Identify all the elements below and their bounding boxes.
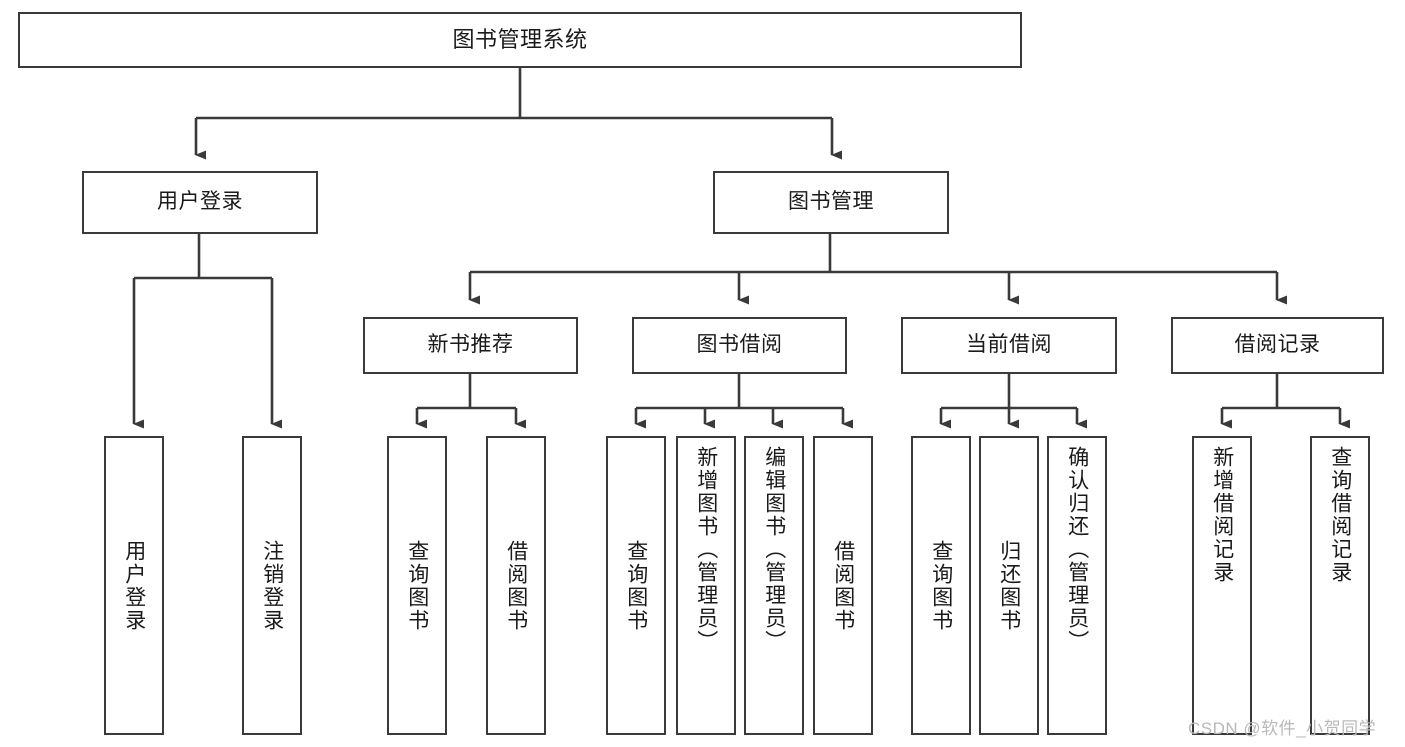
node-leaf-borrow-book-newbook[interactable]: 借阅图书: [486, 436, 546, 735]
node-label: 新增图书（管理员）: [694, 446, 718, 653]
node-label: 图书管理系统: [452, 27, 588, 53]
node-label: 用户登录: [157, 190, 243, 214]
node-label: 图书借阅: [696, 333, 783, 357]
node-borrow-record[interactable]: 借阅记录: [1171, 317, 1384, 374]
node-leaf-query-book-borrow[interactable]: 查询图书: [606, 436, 666, 735]
node-label: 新增借阅记录: [1210, 446, 1234, 584]
watermark-text: CSDN @软件_小贺同学: [1188, 719, 1377, 738]
node-label: 确认归还（管理员）: [1065, 446, 1089, 653]
node-label: 借阅图书: [504, 539, 528, 632]
node-leaf-add-borrow-record[interactable]: 新增借阅记录: [1192, 436, 1252, 735]
node-new-book-recommend[interactable]: 新书推荐: [363, 317, 578, 374]
node-leaf-confirm-return-admin[interactable]: 确认归还（管理员）: [1047, 436, 1107, 735]
node-label: 图书管理: [788, 190, 874, 214]
node-leaf-logout[interactable]: 注销登录: [242, 436, 302, 735]
node-book-borrow[interactable]: 图书借阅: [632, 317, 847, 374]
node-root-book-management-system[interactable]: 图书管理系统: [18, 12, 1022, 68]
node-user-login[interactable]: 用户登录: [82, 171, 318, 234]
node-label: 查询图书: [624, 539, 648, 632]
node-label: 借阅图书: [831, 539, 855, 632]
node-label: 注销登录: [260, 539, 284, 632]
node-label: 查询图书: [929, 539, 953, 632]
node-label: 当前借阅: [966, 333, 1052, 357]
node-label: 查询图书: [405, 539, 429, 632]
node-leaf-query-book-newbook[interactable]: 查询图书: [387, 436, 447, 735]
node-label: 编辑图书（管理员）: [762, 446, 786, 653]
node-label: 查询借阅记录: [1328, 446, 1352, 584]
node-leaf-query-book-current[interactable]: 查询图书: [911, 436, 971, 735]
node-label: 归还图书: [997, 539, 1021, 632]
node-leaf-query-borrow-record[interactable]: 查询借阅记录: [1310, 436, 1370, 735]
node-label: 用户登录: [122, 539, 146, 632]
node-leaf-return-book[interactable]: 归还图书: [979, 436, 1039, 735]
node-leaf-user-login[interactable]: 用户登录: [104, 436, 164, 735]
node-label: 新书推荐: [427, 333, 514, 357]
node-label: 借阅记录: [1234, 333, 1321, 357]
node-leaf-borrow-book[interactable]: 借阅图书: [813, 436, 873, 735]
node-book-management[interactable]: 图书管理: [713, 171, 949, 234]
node-leaf-add-book-admin[interactable]: 新增图书（管理员）: [676, 436, 736, 735]
node-current-borrow[interactable]: 当前借阅: [901, 317, 1117, 374]
node-leaf-edit-book-admin[interactable]: 编辑图书（管理员）: [744, 436, 804, 735]
